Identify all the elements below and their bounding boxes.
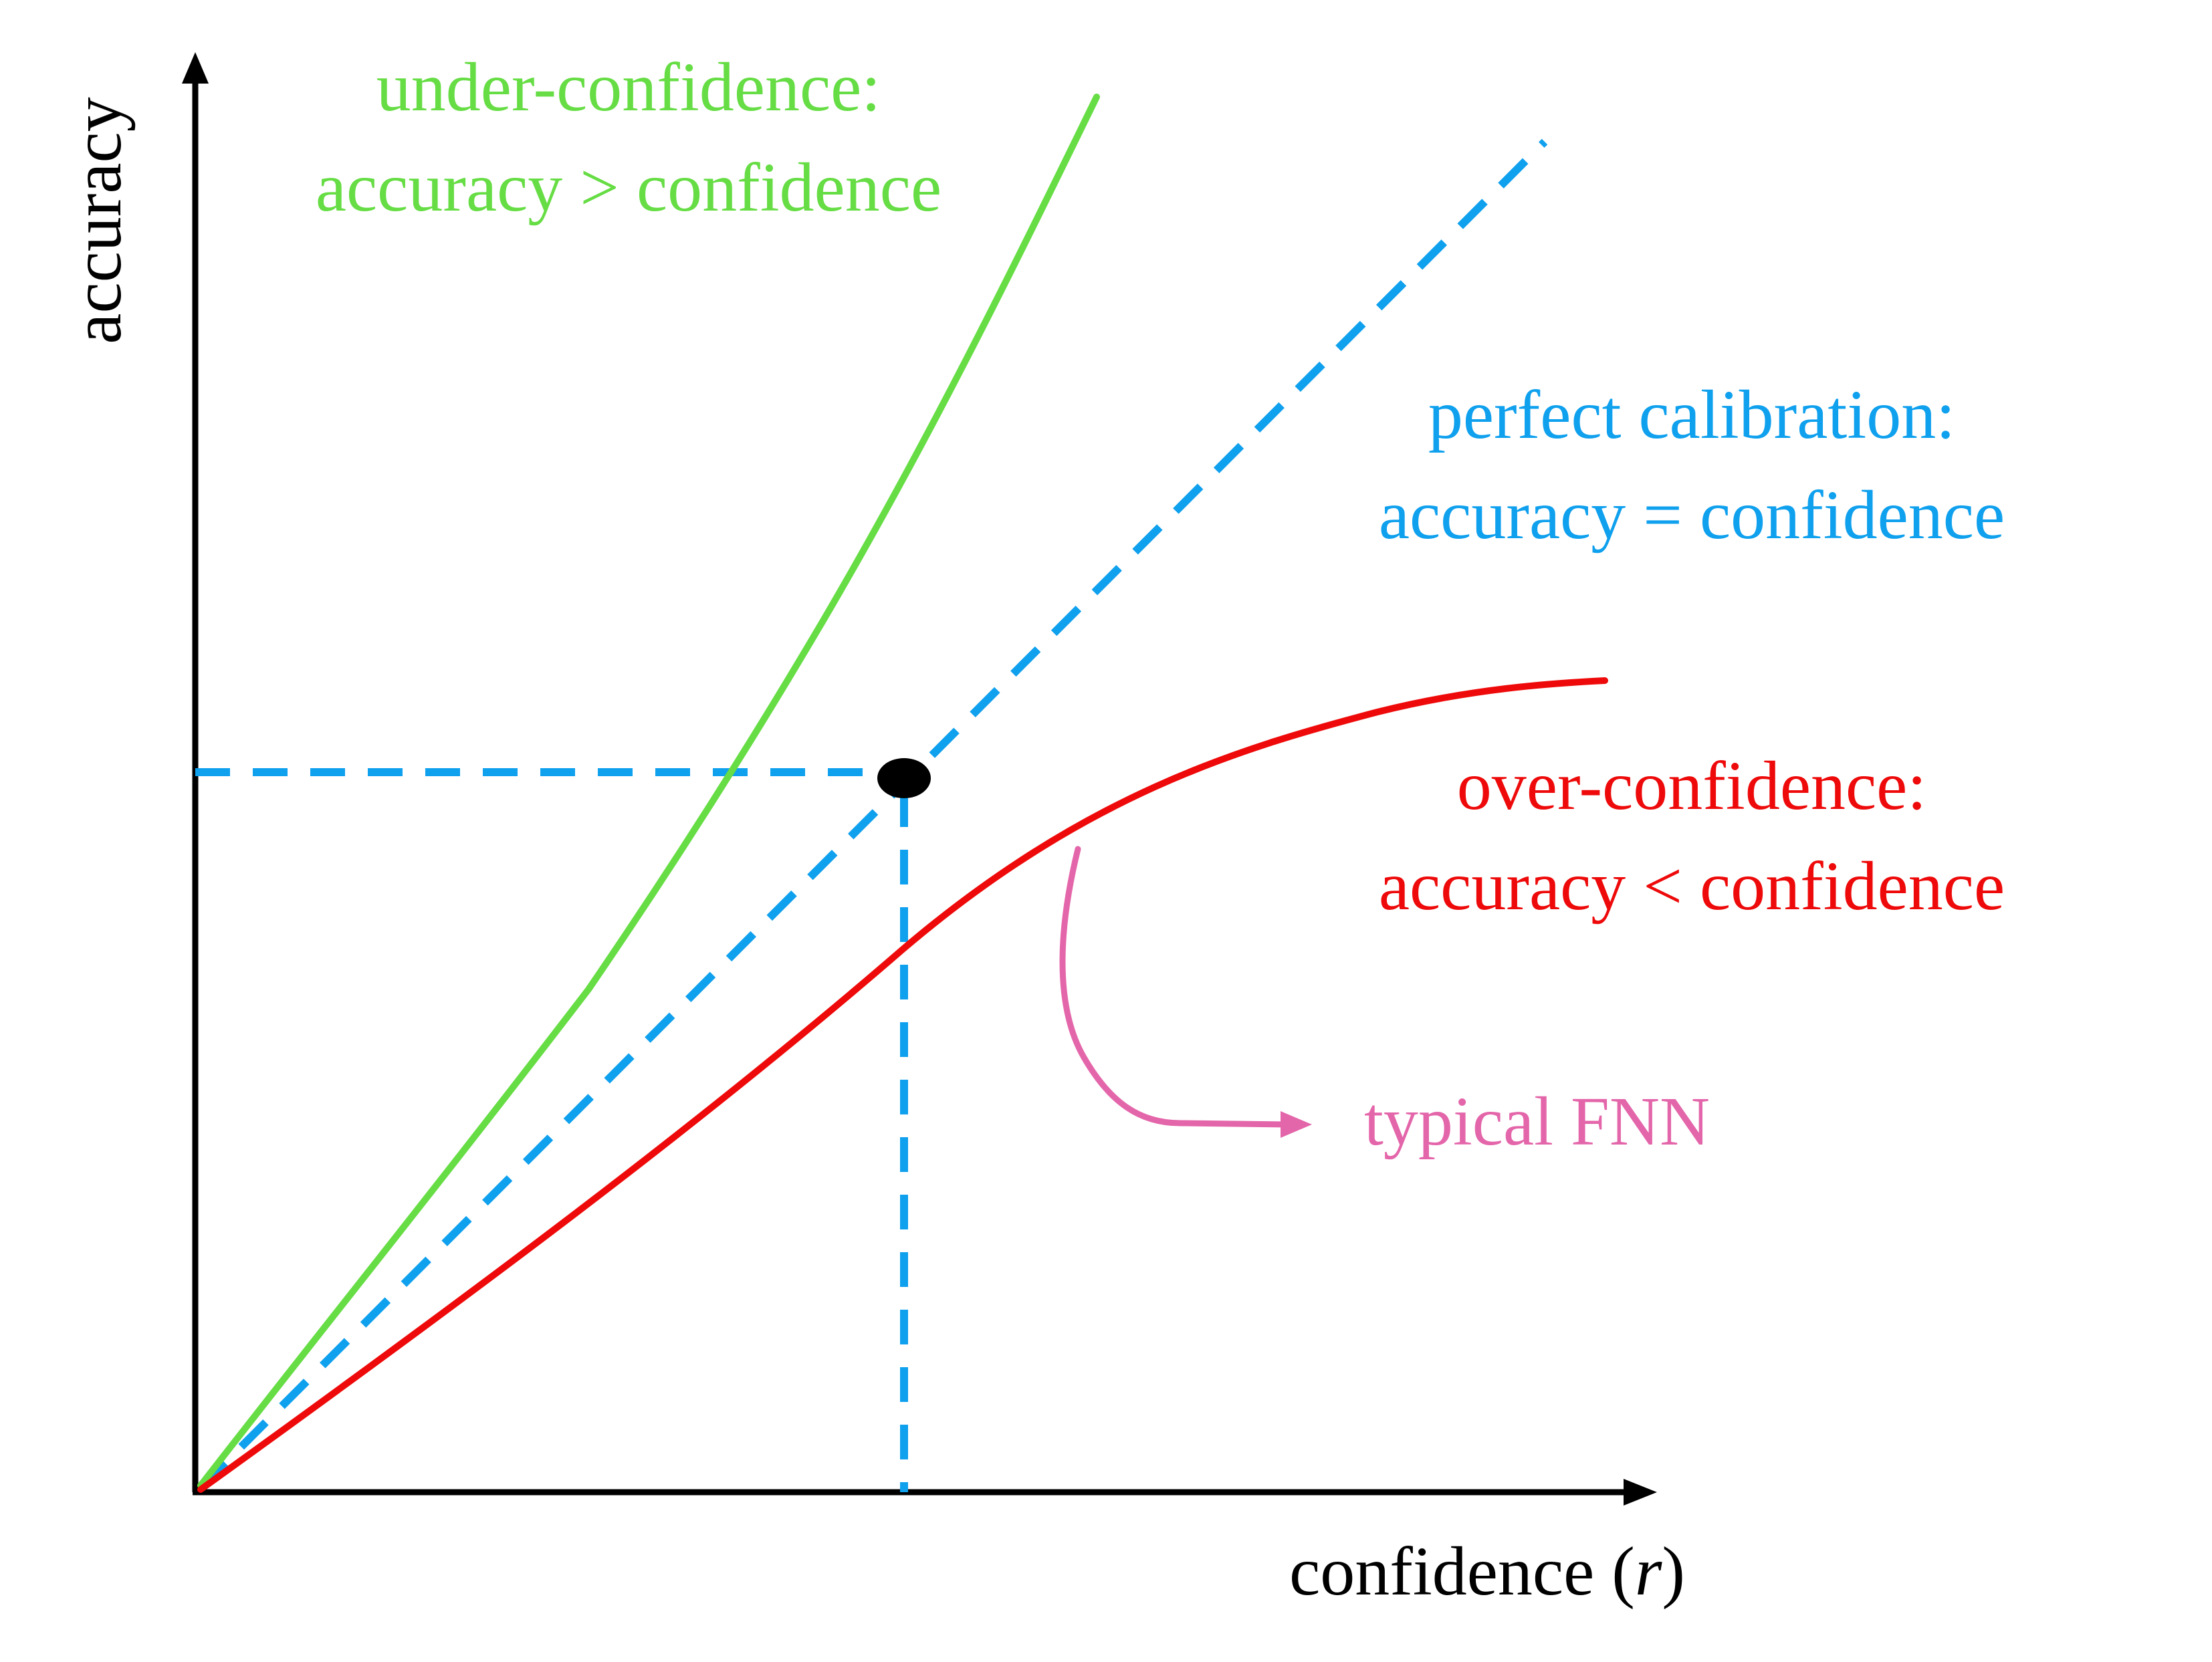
over-confidence-relation: accuracy < confidence <box>1379 848 2005 925</box>
perfect-calibration-line <box>197 138 1548 1491</box>
typical-fnn-arrowhead <box>1281 1111 1312 1138</box>
calibration-point <box>877 758 931 798</box>
x-axis-label-close: ) <box>1662 1533 1685 1610</box>
reference-guides <box>195 138 1548 1492</box>
x-axis-label-variable: r <box>1635 1533 1662 1610</box>
perfect-calibration-relation: accuracy = confidence <box>1379 477 2005 554</box>
x-axis-arrowhead <box>1624 1479 1657 1506</box>
x-axis-label-text: confidence ( <box>1289 1533 1635 1610</box>
y-axis-arrowhead <box>182 52 209 84</box>
over-confidence-title: over-confidence: <box>1457 747 1926 824</box>
typical-fnn-pointer <box>1059 846 1291 1128</box>
typical-fnn-label: typical FNN <box>1364 1083 1710 1160</box>
y-axis-label: accuracy <box>59 97 136 344</box>
over-confidence-curve <box>197 677 1608 1493</box>
under-confidence-relation: accuracy > confidence <box>316 149 942 226</box>
under-confidence-title: under-confidence: <box>376 49 881 126</box>
under-confidence-curve <box>197 94 1100 1489</box>
perfect-calibration-title: perfect calibration: <box>1428 376 1955 453</box>
axes <box>182 52 1657 1506</box>
x-axis-label: confidence (r) <box>1289 1533 1685 1610</box>
